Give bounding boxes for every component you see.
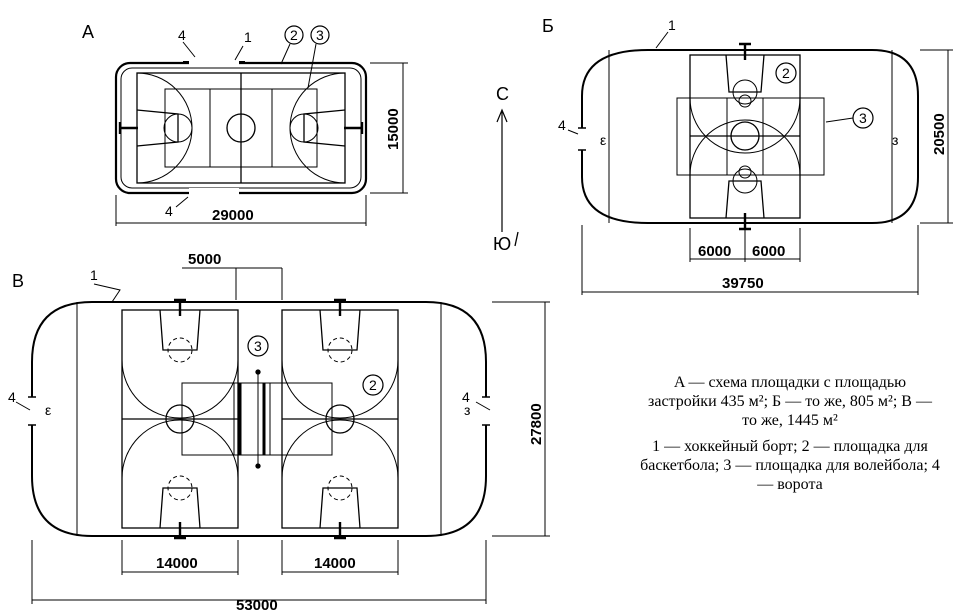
scheme-a-width-dim: 29000 xyxy=(212,207,254,224)
scheme-b-width-dim: 39750 xyxy=(722,275,764,292)
scheme-v-gap-dim: 5000 xyxy=(188,251,221,268)
svg-text:з: з xyxy=(464,402,470,418)
compass: С Ю xyxy=(493,84,519,254)
scheme-v-height-dim: 27800 xyxy=(528,403,545,445)
scheme-b-marker-3: 3 xyxy=(859,110,867,126)
scheme-v-hockey-board xyxy=(31,301,487,537)
scheme-b-marker-4: 4 xyxy=(558,117,566,133)
scheme-a-marker-4-bottom: 4 xyxy=(165,203,173,219)
scheme-b-volleyball-court xyxy=(676,97,825,176)
compass-north-label: С xyxy=(496,84,509,104)
svg-text:ε: ε xyxy=(45,402,51,418)
scheme-v-marker-3: 3 xyxy=(254,338,262,354)
scheme-a-marker-4-top: 4 xyxy=(178,27,186,43)
scheme-v: В ε з xyxy=(8,251,550,612)
scheme-v-marker-1: 1 xyxy=(90,267,98,283)
legend-areas: A — схема площадки с площадью застройки … xyxy=(648,374,932,429)
scheme-b-half-dim-left: 6000 xyxy=(698,243,731,260)
scheme-a-volleyball-court xyxy=(164,88,318,168)
scheme-v-width-dim: 53000 xyxy=(236,597,278,612)
compass-south-label: Ю xyxy=(493,234,511,254)
scheme-b-letter: Б xyxy=(542,16,554,36)
scheme-a-marker-2: 2 xyxy=(290,27,298,43)
scheme-v-marker-4-right: 4 xyxy=(462,389,470,405)
scheme-a-letter: А xyxy=(82,22,94,42)
scheme-b-marker-2: 2 xyxy=(782,65,790,81)
scheme-b-hockey-board xyxy=(581,49,919,224)
scheme-b-half-dim-right: 6000 xyxy=(752,243,785,260)
svg-text:з: з xyxy=(892,132,898,148)
scheme-v-marker-4-left: 4 xyxy=(8,389,16,405)
scheme-b-height-dim: 20500 xyxy=(931,113,948,155)
scheme-v-court-dim-left: 14000 xyxy=(156,555,198,572)
scheme-a-height-dim: 15000 xyxy=(385,108,402,150)
scheme-a-marker-3: 3 xyxy=(316,27,324,43)
scheme-v-marker-2: 2 xyxy=(369,377,377,393)
scheme-v-letter: В xyxy=(12,271,24,291)
scheme-a-marker-1: 1 xyxy=(244,29,252,45)
scheme-b-marker-1: 1 xyxy=(668,17,676,33)
scheme-a: А 29000 15000 xyxy=(82,22,408,226)
svg-text:ε: ε xyxy=(600,132,606,148)
scheme-b: Б ε з 39750 6000 6000 xyxy=(542,16,953,295)
legend-markers: 1 — хоккейный борт; 2 — площадка для бас… xyxy=(640,438,940,493)
scheme-a-center-circle xyxy=(226,113,256,143)
scheme-v-court-dim-right: 14000 xyxy=(314,555,356,572)
